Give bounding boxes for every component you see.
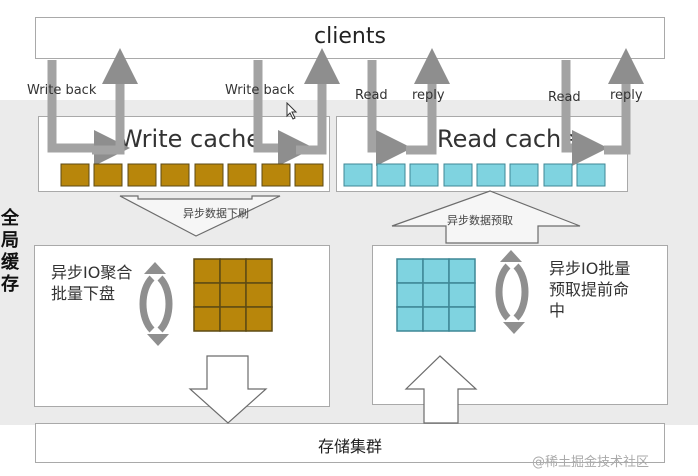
read-arrow-1 — [367, 60, 412, 166]
write-back-arrow-2 — [253, 60, 314, 166]
clients-box: clients — [35, 17, 665, 59]
write-cycle-icon — [139, 262, 173, 346]
watermark: @稀土掘金技术社区 — [532, 455, 650, 470]
read-block-grid — [396, 258, 476, 332]
read-cycle-icon — [495, 250, 529, 334]
write-cache-blocks — [60, 163, 324, 187]
mouse-cursor-icon — [286, 102, 298, 120]
async-flush-arrow — [119, 195, 281, 237]
reply-arrow-2 — [604, 48, 644, 155]
read-arrow-2 — [561, 60, 608, 166]
reply-arrow-1 — [406, 48, 450, 155]
read-cache-blocks — [343, 163, 606, 187]
storage-cluster-label: 存储集群 — [317, 437, 382, 456]
async-flush-label: 异步数据下刷 — [183, 207, 249, 220]
read-label-2: Read — [548, 90, 581, 105]
clients-label: clients — [314, 24, 386, 49]
read-cache-title: Read cache — [437, 125, 577, 153]
async-prefetch-arrow — [391, 190, 581, 244]
reply-label-1: reply — [412, 88, 445, 103]
write-io-panel: 异步IO聚合批量下盘 — [34, 245, 330, 407]
storage-cluster-box: 存储集群 — [35, 423, 665, 463]
write-back-label-2: Write back — [225, 83, 295, 98]
async-prefetch-label: 异步数据预取 — [447, 214, 513, 227]
write-block-grid — [193, 258, 273, 332]
read-up-arrow — [404, 355, 478, 424]
write-back-arrow-1 — [47, 60, 130, 166]
reply-label-2: reply — [610, 88, 643, 103]
write-ack-arrow-1 — [92, 48, 138, 155]
write-cache-title: Write cache — [119, 125, 262, 153]
write-down-arrow — [188, 355, 268, 424]
write-back-label-1: Write back — [27, 83, 97, 98]
write-io-note: 异步IO聚合批量下盘 — [51, 263, 133, 303]
side-label: 全局缓存 — [1, 208, 19, 295]
read-label-1: Read — [355, 88, 388, 103]
write-ack-arrow-2 — [296, 48, 340, 155]
read-io-note: 异步IO批量预取提前命中 — [549, 259, 631, 320]
